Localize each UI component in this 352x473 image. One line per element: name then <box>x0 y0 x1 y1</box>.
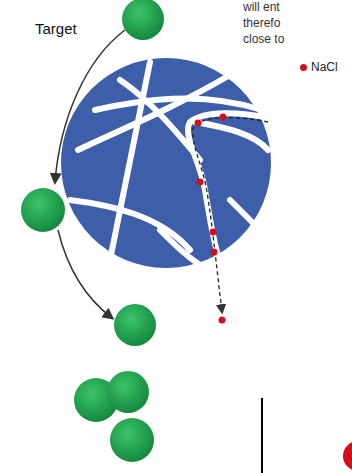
legend-swatch <box>300 64 307 71</box>
target-path <box>55 30 125 182</box>
target-path <box>58 230 112 318</box>
note-text: will ent <box>243 0 280 14</box>
pore-channels <box>70 62 270 268</box>
panel-divider <box>261 398 263 473</box>
target-spheres <box>21 0 164 462</box>
red-marker <box>343 441 352 471</box>
target-label: Target <box>35 20 77 37</box>
porous-bead <box>61 58 271 268</box>
note-text: close to <box>243 32 284 46</box>
note-text: therefo <box>243 16 280 30</box>
legend-text: NaCl <box>311 60 338 74</box>
diffusion-path <box>193 118 268 312</box>
salt-dots <box>195 114 227 324</box>
